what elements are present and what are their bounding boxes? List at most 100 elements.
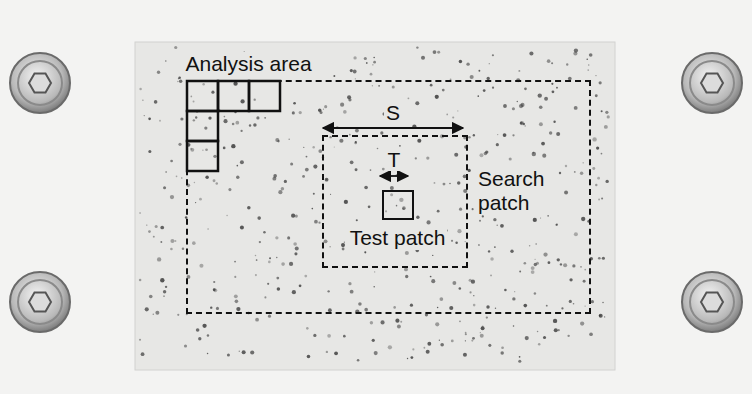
- speckle: [607, 115, 610, 118]
- speckle: [457, 110, 458, 111]
- speckle: [149, 295, 153, 299]
- speckle: [148, 117, 151, 120]
- speckle: [328, 308, 332, 312]
- speckle: [589, 332, 593, 336]
- speckle: [192, 241, 196, 245]
- speckle: [407, 358, 408, 359]
- speckle: [472, 208, 474, 210]
- speckle: [381, 320, 385, 324]
- speckle: [440, 297, 444, 301]
- speckle: [295, 247, 299, 251]
- speckle: [437, 307, 439, 309]
- speckle: [503, 104, 507, 108]
- speckle: [348, 282, 351, 285]
- speckle: [339, 139, 343, 143]
- speckle: [488, 344, 491, 347]
- speckle: [292, 290, 296, 294]
- speckle: [473, 304, 476, 307]
- speckle: [193, 101, 195, 103]
- speckle: [374, 271, 375, 272]
- speckle: [213, 155, 216, 158]
- speckle: [357, 359, 360, 362]
- speckle: [399, 145, 401, 147]
- speckle: [601, 198, 603, 200]
- speckle: [374, 351, 378, 355]
- speckle: [580, 321, 584, 325]
- speckle: [523, 304, 527, 308]
- speckle: [435, 95, 439, 99]
- speckle: [534, 263, 537, 266]
- speckle: [139, 88, 141, 90]
- speckle: [165, 286, 167, 288]
- speckle: [514, 291, 515, 292]
- speckle: [368, 205, 371, 208]
- speckle: [485, 150, 488, 153]
- speckle: [255, 274, 257, 276]
- speckle: [264, 117, 266, 119]
- speckle: [370, 321, 373, 324]
- speckle: [529, 51, 533, 55]
- speckle: [157, 71, 160, 74]
- speckle: [586, 58, 588, 60]
- speckle: [204, 126, 207, 129]
- speckle: [500, 224, 504, 228]
- speckle: [440, 343, 444, 347]
- speckle: [569, 278, 572, 281]
- speckle-pattern: [139, 46, 610, 363]
- speckle: [240, 99, 244, 103]
- speckle: [412, 348, 414, 350]
- speckle: [287, 236, 290, 239]
- speckle: [327, 334, 331, 338]
- speckle: [327, 290, 329, 292]
- speckle: [272, 177, 276, 181]
- speckle: [415, 101, 419, 105]
- speckle: [599, 81, 602, 84]
- speckle: [207, 228, 208, 229]
- speckle: [546, 305, 548, 307]
- speckle: [325, 178, 329, 182]
- speckle: [275, 236, 278, 239]
- speckle: [566, 63, 568, 65]
- speckle: [202, 324, 206, 328]
- speckle: [486, 305, 489, 308]
- speckle: [355, 129, 359, 133]
- speckle: [451, 340, 454, 343]
- speckle: [584, 269, 586, 271]
- speckle: [520, 121, 523, 124]
- speckle: [437, 51, 440, 54]
- speckle: [564, 191, 568, 195]
- speckle: [552, 90, 555, 93]
- speckle: [561, 307, 563, 309]
- speckle: [182, 247, 184, 249]
- speckle: [306, 156, 308, 158]
- speckle: [356, 219, 358, 221]
- speckle: [180, 117, 183, 120]
- speckle: [535, 243, 537, 245]
- speckle: [543, 336, 546, 339]
- speckle: [466, 62, 469, 65]
- speckle: [160, 241, 162, 243]
- speckle: [402, 206, 406, 210]
- speckle: [292, 111, 295, 114]
- speckle: [539, 122, 543, 126]
- speckle: [583, 280, 586, 283]
- speckle: [344, 200, 348, 204]
- speckle: [255, 318, 259, 322]
- speckle: [153, 314, 155, 316]
- speckle: [228, 188, 231, 191]
- speckle: [404, 267, 408, 271]
- speckle: [250, 350, 254, 354]
- speckle: [254, 98, 256, 100]
- speckle: [247, 206, 251, 210]
- speckle: [468, 136, 471, 139]
- speckle: [525, 125, 526, 126]
- speckle: [598, 257, 601, 260]
- speckle: [313, 334, 316, 337]
- speckle: [234, 261, 236, 263]
- speckle: [602, 257, 605, 260]
- speckle: [323, 109, 324, 110]
- speckle: [213, 179, 216, 182]
- speckle: [249, 124, 251, 126]
- speckle: [405, 251, 409, 255]
- speckle: [372, 339, 375, 342]
